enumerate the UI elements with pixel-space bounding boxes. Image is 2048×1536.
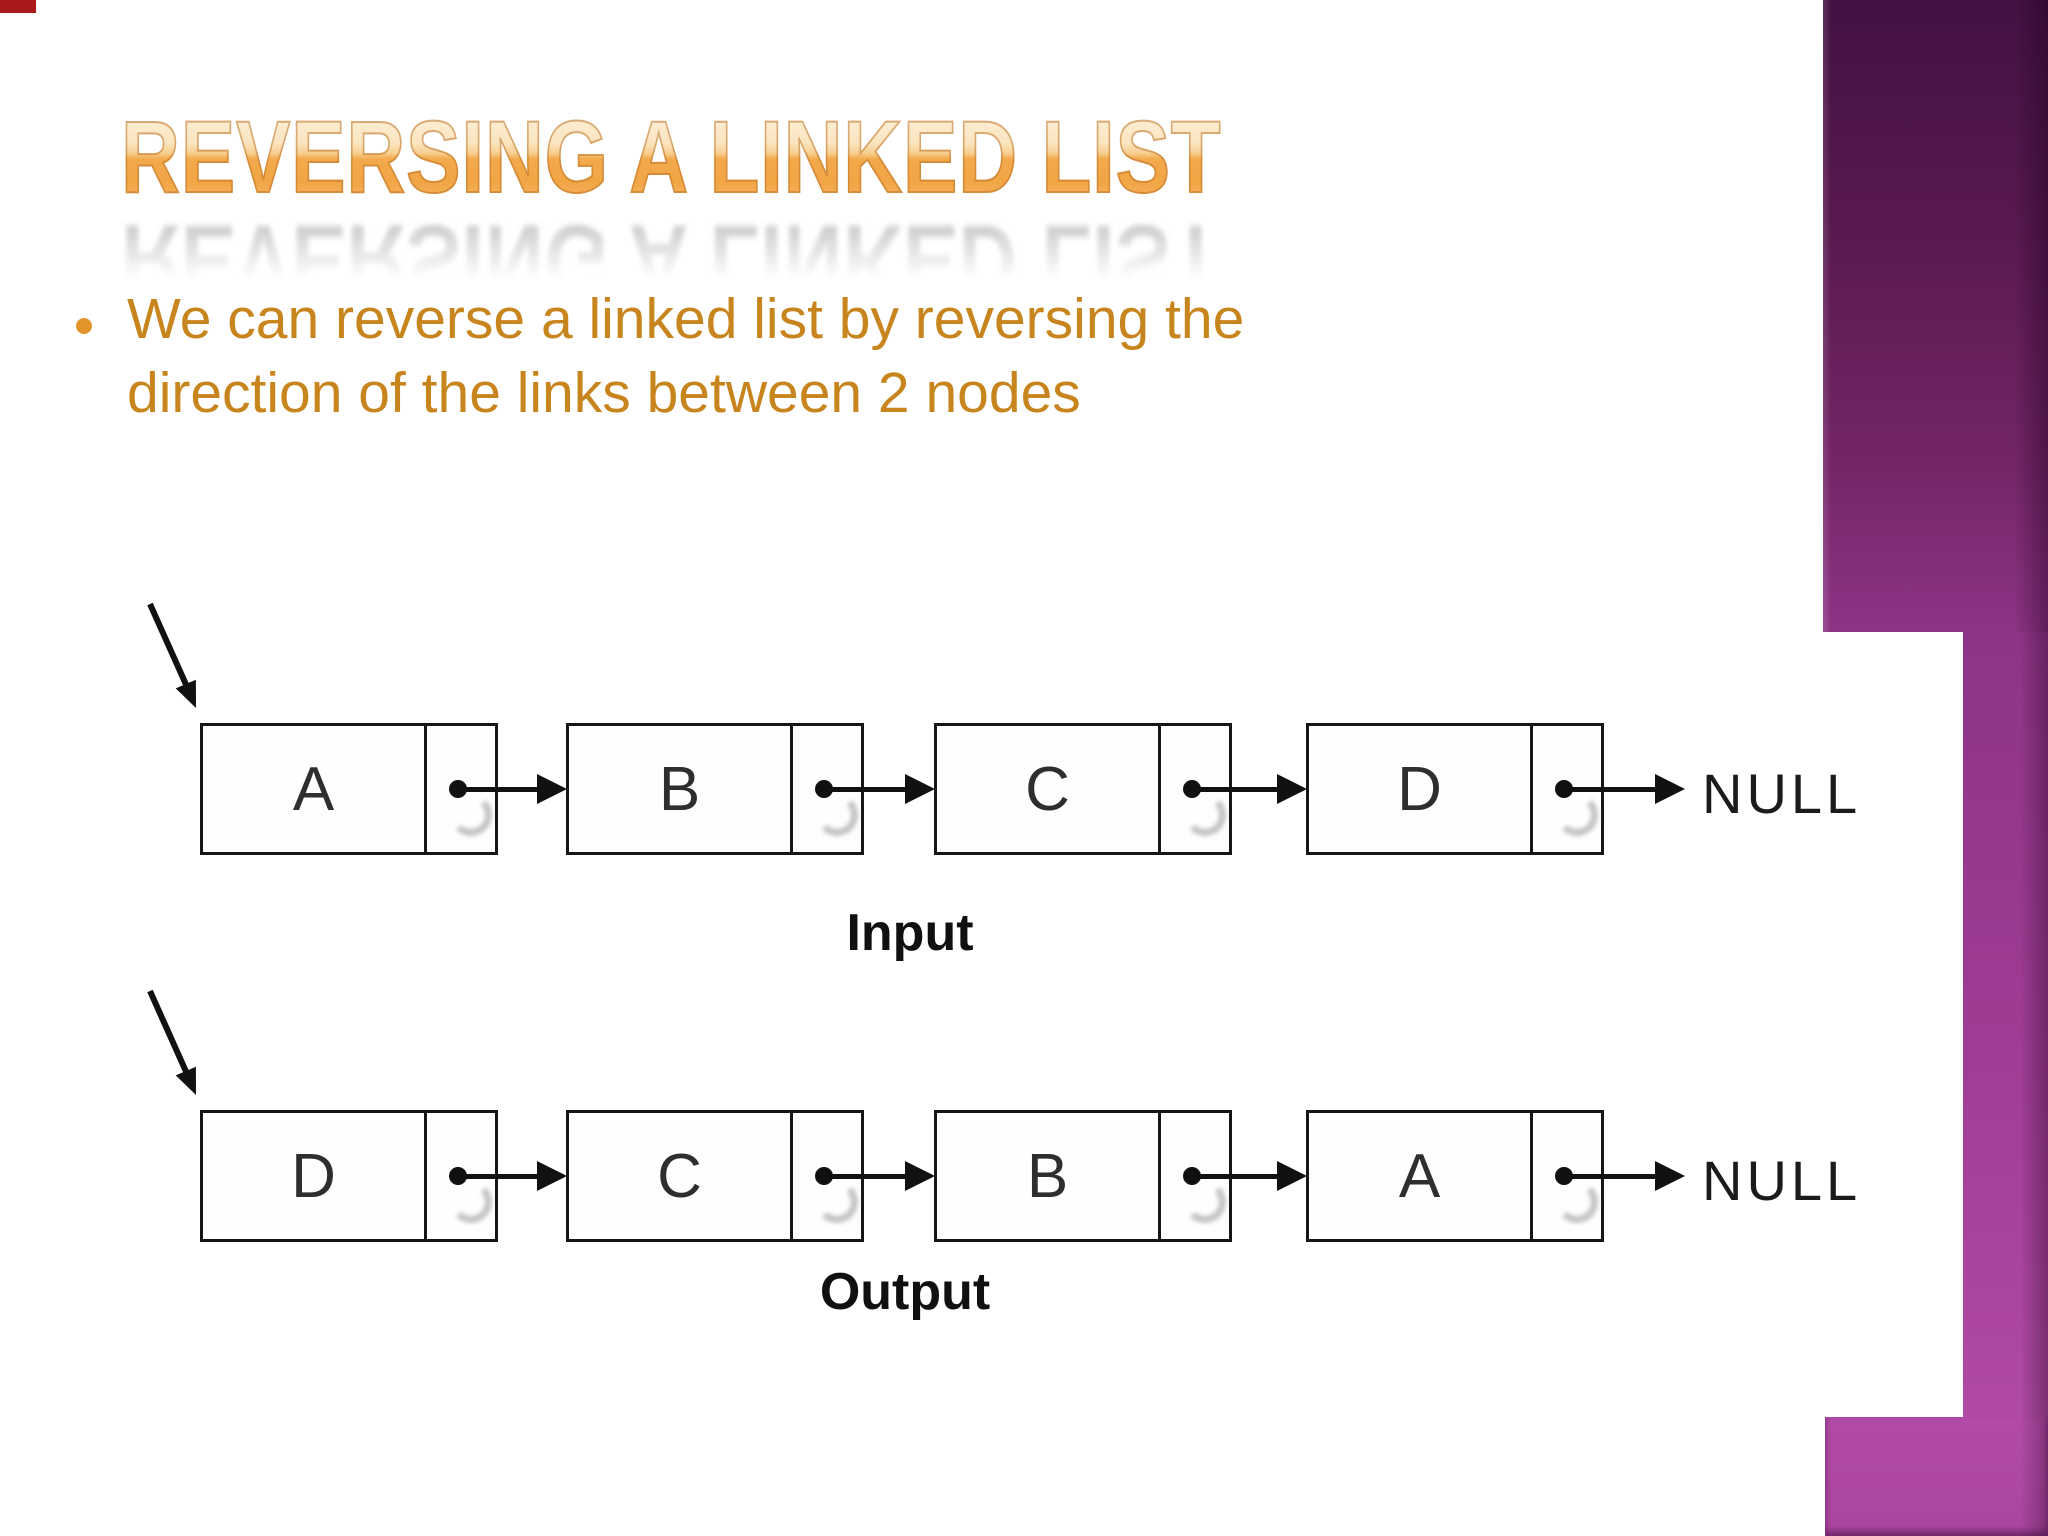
output-null-label: NULL	[1702, 1149, 1862, 1212]
pointer-shadow	[816, 1181, 858, 1224]
input-node-B-pointer-cell	[790, 726, 861, 852]
output-node-A: A	[1306, 1110, 1604, 1242]
input-caption: Input	[846, 904, 974, 962]
output-link-arrow-line	[828, 1174, 910, 1179]
output-node-C: C	[566, 1110, 864, 1242]
pointer-dot	[1183, 1167, 1201, 1185]
input-link-arrowhead	[905, 774, 935, 804]
pointer-shadow	[1556, 794, 1598, 837]
output-head-pointer-arrow	[147, 989, 196, 1095]
output-link-arrow-line	[462, 1174, 542, 1179]
input-null-arrowhead	[1655, 774, 1685, 804]
bullet-marker	[76, 318, 92, 334]
pointer-shadow	[450, 794, 492, 837]
input-node-A: A	[200, 723, 498, 855]
input-node-A-pointer-cell	[424, 726, 495, 852]
input-link-arrow-line	[462, 787, 542, 792]
pointer-dot	[815, 780, 833, 798]
pointer-shadow	[816, 794, 858, 837]
output-node-B-value: B	[1026, 1141, 1069, 1211]
input-node-B: B	[566, 723, 864, 855]
output-node-B-pointer-cell	[1158, 1113, 1229, 1239]
input-link-arrowhead	[537, 774, 567, 804]
pointer-dot	[1555, 1167, 1573, 1185]
output-node-D-value: D	[291, 1141, 336, 1211]
input-node-A-value: A	[292, 754, 335, 824]
input-head-pointer-arrow	[147, 602, 196, 708]
input-link-arrow-line	[828, 787, 910, 792]
input-node-C-pointer-cell	[1158, 726, 1229, 852]
output-node-D-pointer-cell	[424, 1113, 495, 1239]
bullet-line-2: direction of the links between 2 nodes	[127, 361, 1081, 426]
output-node-B: B	[934, 1110, 1232, 1242]
output-node-D: D	[200, 1110, 498, 1242]
sidebar-purple-middle	[1963, 632, 2048, 1417]
input-node-C: C	[934, 723, 1232, 855]
bullet-text: We can reverse a linked list by reversin…	[127, 282, 1477, 430]
output-caption: Output	[819, 1263, 991, 1321]
pointer-shadow	[1556, 1181, 1598, 1224]
pointer-dot	[1555, 780, 1573, 798]
output-link-arrowhead	[537, 1161, 567, 1191]
pointer-shadow	[1184, 794, 1226, 837]
pointer-dot	[449, 780, 467, 798]
input-link-arrow-line	[1196, 787, 1282, 792]
bullet-line-1: We can reverse a linked list by reversin…	[127, 287, 1245, 351]
output-link-arrowhead	[1277, 1161, 1307, 1191]
slide-title-text: REVERSING A LINKED LIST	[120, 100, 1222, 214]
input-node-C-value: C	[1025, 754, 1070, 824]
pointer-dot	[1183, 780, 1201, 798]
input-null-arrow-line	[1568, 787, 1660, 792]
sidebar-purple-top	[1823, 0, 2048, 632]
pointer-shadow	[450, 1181, 492, 1224]
output-link-arrow-line	[1196, 1174, 1282, 1179]
pointer-shadow	[1184, 1181, 1226, 1224]
input-node-B-value: B	[658, 754, 701, 824]
output-node-A-pointer-cell	[1530, 1113, 1601, 1239]
output-null-arrowhead	[1655, 1161, 1685, 1191]
input-node-D-value: D	[1397, 754, 1442, 824]
pointer-dot	[815, 1167, 833, 1185]
input-node-D: D	[1306, 723, 1604, 855]
input-null-label: NULL	[1702, 762, 1862, 825]
corner-red-sliver	[0, 0, 36, 13]
output-node-A-value: A	[1398, 1141, 1441, 1211]
output-node-C-value: C	[657, 1141, 702, 1211]
input-node-D-pointer-cell	[1530, 726, 1601, 852]
output-link-arrowhead	[905, 1161, 935, 1191]
pointer-dot	[449, 1167, 467, 1185]
sidebar-purple-bottom	[1825, 1417, 2048, 1536]
slide-title: REVERSING A LINKED LIST	[120, 100, 1497, 214]
input-link-arrowhead	[1277, 774, 1307, 804]
output-node-C-pointer-cell	[790, 1113, 861, 1239]
output-null-arrow-line	[1568, 1174, 1660, 1179]
